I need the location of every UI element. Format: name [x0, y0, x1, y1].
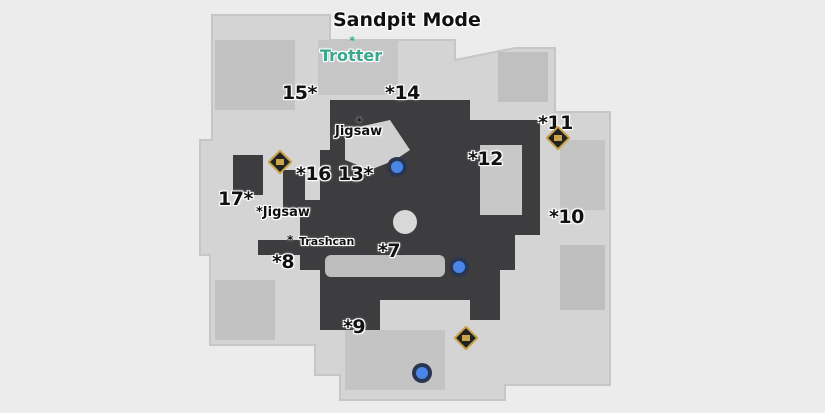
point-10: *10	[549, 206, 584, 228]
room-top-left	[215, 40, 295, 110]
center-pillar	[393, 210, 417, 234]
blue-orb-icon	[449, 257, 469, 277]
room-top-right	[498, 52, 548, 102]
trashcan-label: Trashcan	[299, 235, 355, 248]
jigsaw-left-label: *Jigsaw	[256, 205, 310, 220]
point-16: *16	[296, 163, 331, 185]
dark-floor-bottom	[340, 300, 380, 330]
point-13: 13*	[338, 163, 373, 185]
blue-orb-icon	[387, 157, 407, 177]
point-17: 17*	[218, 188, 253, 210]
room-bottom-left	[215, 280, 275, 340]
jigsaw-top-star: *	[356, 115, 363, 129]
point-7: *7	[378, 240, 401, 262]
supply-crate-icon	[546, 126, 570, 150]
point-14: *14	[385, 82, 420, 104]
blue-orb-icon	[412, 363, 432, 383]
trotter-star: *	[349, 34, 356, 48]
trashcan-star: *	[287, 233, 294, 247]
point-8: *8	[272, 251, 295, 273]
supply-crate-icon	[454, 326, 478, 350]
right-platform	[480, 145, 522, 215]
map-title: Sandpit Mode	[333, 9, 481, 31]
point-11: *11	[538, 112, 573, 134]
point-12: *12	[468, 148, 503, 170]
center-platform	[325, 255, 445, 277]
point-9: *9	[343, 316, 366, 338]
dark-floor-left	[233, 155, 263, 195]
supply-crate-icon	[268, 150, 292, 174]
room-right	[560, 140, 605, 210]
room-top-center	[318, 40, 398, 95]
courtyard-island	[345, 120, 410, 170]
room-bottom-right	[560, 245, 605, 310]
dark-floor-left-2	[283, 170, 305, 215]
jigsaw-top-label: Jigsaw	[335, 124, 383, 139]
trotter-label: Trotter	[320, 46, 383, 65]
point-15: 15*	[282, 82, 317, 104]
